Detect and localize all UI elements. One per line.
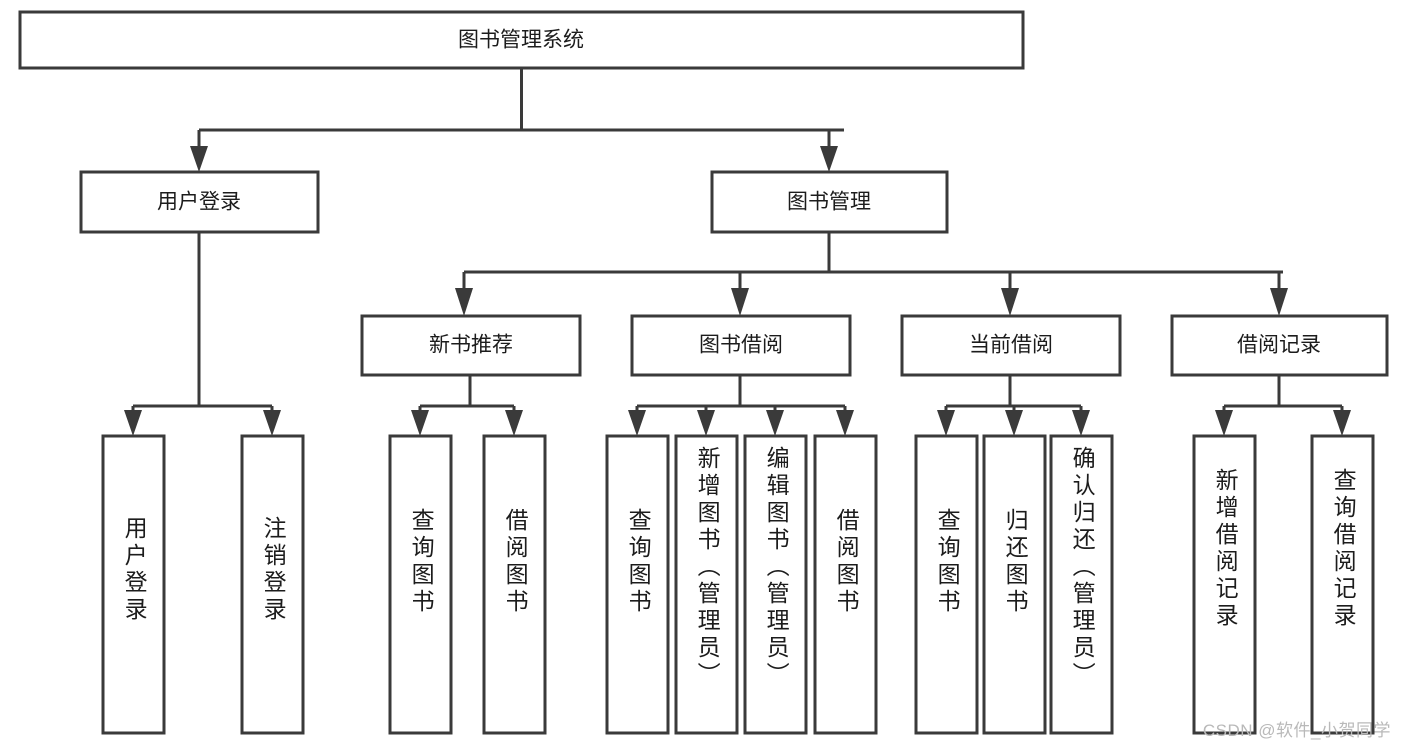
- node-title[interactable]: 图书管理系统: [18, 10, 1025, 70]
- node-book-manage[interactable]: 图书管理: [710, 170, 949, 234]
- arrow-root-to-user-login: [190, 146, 208, 172]
- connector-group-book-borrow: [628, 375, 854, 436]
- arrow-to-leaf-query-book-1: [411, 410, 429, 436]
- node-book-manage-label: 图书管理: [787, 191, 871, 214]
- connector-group-user-login: [124, 232, 281, 436]
- arrow-to-leaf-user-login: [124, 410, 142, 436]
- arrow-to-book-borrow: [731, 288, 749, 316]
- node-book-borrow[interactable]: 图书借阅: [630, 314, 852, 377]
- arrow-to-leaf-edit-book: [766, 410, 784, 436]
- node-new-book-recommend-label: 新书推荐: [429, 334, 513, 357]
- arrow-to-leaf-logout: [263, 410, 281, 436]
- leaf-borrow-book-1-box[interactable]: [482, 434, 547, 735]
- leaf-query-book-1-box[interactable]: [388, 434, 453, 735]
- node-current-borrow-label: 当前借阅: [969, 334, 1053, 357]
- node-new-book-recommend-box[interactable]: [360, 314, 582, 377]
- arrow-to-borrow-record: [1270, 288, 1288, 316]
- arrow-to-leaf-query-record: [1333, 410, 1351, 436]
- arrow-to-leaf-query-book-3: [937, 410, 955, 436]
- node-user-login[interactable]: 用户登录: [79, 170, 320, 234]
- connector-group-current-borrow: [937, 375, 1090, 436]
- leaf-nodes-group: [101, 434, 1375, 735]
- node-borrow-record[interactable]: 借阅记录: [1170, 314, 1389, 377]
- node-book-borrow-label: 图书借阅: [699, 334, 783, 357]
- connector-group-new-book-recommend: [411, 375, 523, 436]
- arrow-to-leaf-confirm-return: [1072, 410, 1090, 436]
- node-current-borrow[interactable]: 当前借阅: [900, 314, 1122, 377]
- connector-group-borrow-record: [1215, 375, 1351, 436]
- arrow-to-leaf-borrow-book-2: [836, 410, 854, 436]
- arrow-to-leaf-return-book: [1005, 410, 1023, 436]
- node-borrow-record-label: 借阅记录: [1237, 334, 1321, 357]
- arrow-to-leaf-add-record: [1215, 410, 1233, 436]
- connector-group-root: [190, 68, 844, 172]
- arrow-root-to-book-manage: [820, 146, 838, 172]
- node-book-borrow-box[interactable]: [630, 314, 852, 377]
- arrow-to-leaf-query-book-2: [628, 410, 646, 436]
- node-user-login-box[interactable]: [79, 170, 320, 234]
- node-title-box[interactable]: [18, 10, 1025, 70]
- node-book-manage-box[interactable]: [710, 170, 949, 234]
- node-title-label: 图书管理系统: [458, 29, 584, 52]
- leaf-return-book-box[interactable]: [982, 434, 1047, 735]
- leaf-query-record-box[interactable]: [1310, 434, 1375, 735]
- leaf-query-book-3-box[interactable]: [914, 434, 979, 735]
- leaf-add-record-box[interactable]: [1192, 434, 1257, 735]
- node-user-login-label: 用户登录: [157, 191, 241, 214]
- leaf-add-book-box[interactable]: [674, 434, 739, 735]
- arrow-to-leaf-borrow-book-1: [505, 410, 523, 436]
- leaf-borrow-book-2-box[interactable]: [813, 434, 878, 735]
- arrow-to-current-borrow: [1001, 288, 1019, 316]
- leaf-logout-box[interactable]: [240, 434, 305, 735]
- node-new-book-recommend[interactable]: 新书推荐: [360, 314, 582, 377]
- watermark-text: CSDN @软件_小贺同学: [1202, 721, 1391, 740]
- leaf-query-book-2-box[interactable]: [605, 434, 670, 735]
- leaf-user-login-box[interactable]: [101, 434, 166, 735]
- arrow-to-new-book-recommend: [455, 288, 473, 316]
- node-borrow-record-box[interactable]: [1170, 314, 1389, 377]
- leaf-edit-book-box[interactable]: [743, 434, 808, 735]
- leaf-confirm-return-box[interactable]: [1049, 434, 1114, 735]
- arrow-to-leaf-add-book: [697, 410, 715, 436]
- node-current-borrow-box[interactable]: [900, 314, 1122, 377]
- connector-group-book-manage: [455, 232, 1288, 316]
